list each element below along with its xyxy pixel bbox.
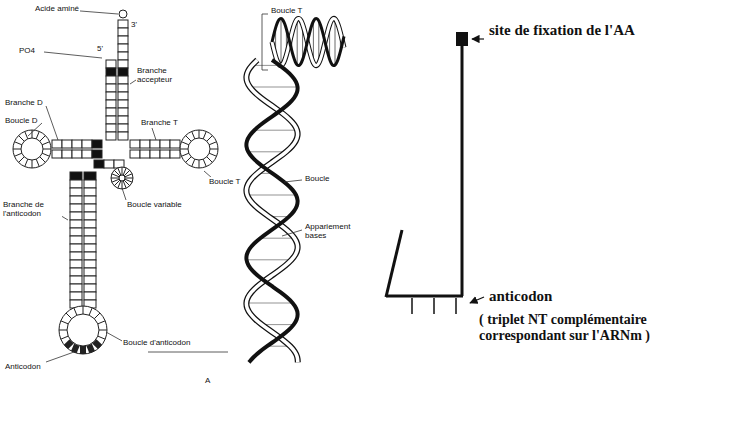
- cloverleaf: [13, 10, 218, 354]
- part-label: Branche D: [4, 98, 44, 107]
- part-label: Boucle: [304, 174, 330, 183]
- amino-acid-label: Acide aminé: [34, 4, 80, 13]
- part-label: Boucle d'anticodon: [122, 338, 191, 347]
- part-label: Branche T: [140, 118, 179, 127]
- anticodon-label: anticodon: [488, 288, 553, 305]
- part-label: Boucle T: [208, 177, 241, 186]
- part-label: Boucle D: [4, 116, 38, 125]
- note-label: ( triplet NT complémentaire correspondan…: [478, 312, 736, 344]
- leader-lines: [28, 10, 302, 362]
- part-label: Branche accepteur: [136, 66, 194, 84]
- end-label: 3': [130, 20, 138, 29]
- figure-letter: A: [204, 376, 211, 385]
- end-label: 5': [96, 44, 104, 53]
- part-label: Boucle variable: [126, 200, 183, 209]
- phosphate-label: PO4: [18, 46, 36, 55]
- site-label: site de fixation de l'AA: [488, 22, 636, 39]
- simplified-trna: [386, 32, 484, 314]
- l-shape-model: [246, 18, 344, 362]
- part-label: Boucle T: [270, 6, 303, 15]
- part-label: Anticodon: [4, 362, 42, 371]
- part-label: Branche de l'anticodon: [2, 200, 62, 218]
- part-label: Appariement bases: [304, 222, 362, 240]
